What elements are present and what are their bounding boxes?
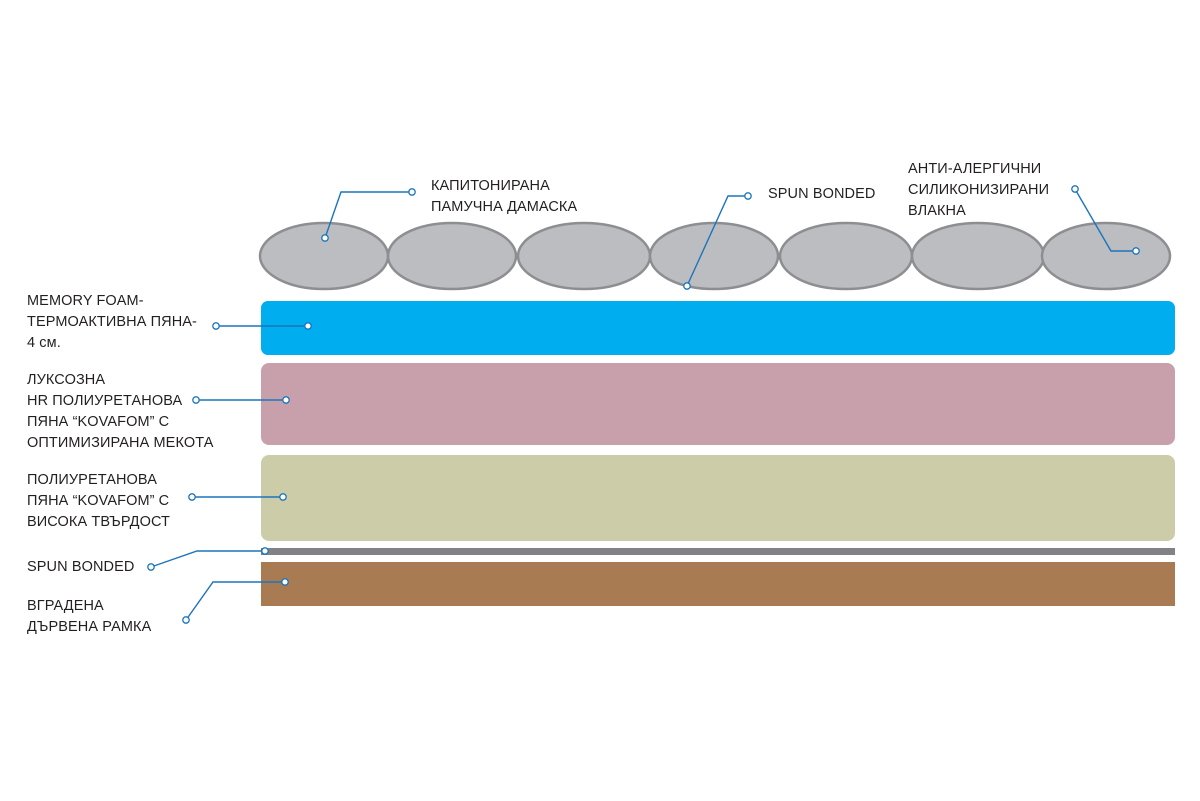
leader-line-quilted-damask xyxy=(324,191,412,239)
label-line: ПАМУЧНА ДАМАСКА xyxy=(431,199,578,215)
quilt-puff xyxy=(1040,221,1172,291)
label-line: ПЯНА “KOVAFOM” С xyxy=(27,414,170,430)
leader-line-wood-frame xyxy=(185,581,285,621)
leader-dot xyxy=(321,234,329,242)
hr-foam-layer xyxy=(261,363,1175,445)
leader-dot xyxy=(1132,247,1140,255)
quilt-puff xyxy=(258,221,390,291)
label-memory-foam: MEMORY FOAM- ТЕРМОАКТИВНА ПЯНА- 4 см. xyxy=(27,291,197,354)
leader-line-spun-bonded-top xyxy=(686,195,748,287)
quilt-puff xyxy=(910,221,1046,291)
leader-dot xyxy=(182,616,190,624)
leader-dots xyxy=(147,185,1140,624)
label-spun-bonded-top: SPUN BONDED xyxy=(768,184,875,205)
label-line: СИЛИКОНИЗИРАНИ xyxy=(908,182,1050,198)
leader-dot xyxy=(147,563,155,571)
wood-frame-layer xyxy=(261,562,1175,606)
leader-dot xyxy=(304,322,312,330)
memory-foam-layer xyxy=(261,301,1175,355)
leader-line-antiallergic-fibers xyxy=(1074,188,1136,252)
leader-dot xyxy=(282,396,290,404)
label-line: HR ПОЛИУРЕТАНОВА xyxy=(27,393,183,409)
label-line: ТЕРМОАКТИВНА ПЯНА- xyxy=(27,314,197,330)
quilt-puff xyxy=(386,221,518,291)
leader-dot xyxy=(683,282,691,290)
leader-dot xyxy=(212,322,220,330)
leader-dot xyxy=(1071,185,1079,193)
label-line: SPUN BONDED xyxy=(768,186,876,202)
label-line: ДЪРВЕНА РАМКА xyxy=(27,619,152,635)
label-line: 4 см. xyxy=(27,335,61,351)
quilt-puff xyxy=(778,221,914,291)
leader-dot xyxy=(188,493,196,501)
label-hr-foam: ЛУКСОЗНА HR ПОЛИУРЕТАНОВА ПЯНА “KOVAFOM”… xyxy=(27,370,213,454)
leader-lines xyxy=(150,188,1136,621)
quilted-damask-layer xyxy=(258,221,1172,291)
label-spun-bonded-bottom: SPUN BONDED xyxy=(27,557,134,578)
label-line: ПОЛИУРЕТАНОВА xyxy=(27,472,157,488)
label-antiallergic-fibers: АНТИ-АЛЕРГИЧНИ СИЛИКОНИЗИРАНИ ВЛАКНА xyxy=(908,159,1049,222)
label-line: ВИСОКА ТВЪРДОСТ xyxy=(27,514,171,530)
label-line: ВЛАКНА xyxy=(908,203,966,219)
leader-dot xyxy=(408,188,416,196)
label-line: MEMORY FOAM- xyxy=(27,293,144,309)
label-line: АНТИ-АЛЕРГИЧНИ xyxy=(908,161,1042,177)
quilt-puff xyxy=(516,221,652,291)
label-line: SPUN BONDED xyxy=(27,559,135,575)
label-line: ПЯНА “KOVAFOM” С xyxy=(27,493,170,509)
leader-dot xyxy=(279,493,287,501)
label-line: ВГРАДЕНА xyxy=(27,598,104,614)
hard-foam-layer xyxy=(261,455,1175,541)
leader-dot xyxy=(281,578,289,586)
spun-bonded-strip xyxy=(261,548,1175,555)
label-line: ЛУКСОЗНА xyxy=(27,372,106,388)
quilt-puff xyxy=(648,221,780,291)
leader-dot xyxy=(744,192,752,200)
leader-dot xyxy=(261,547,269,555)
label-quilted-damask: КАПИТОНИРАНА ПАМУЧНА ДАМАСКА xyxy=(431,176,577,218)
leader-line-spun-bonded-bottom xyxy=(150,550,265,568)
label-wood-frame: ВГРАДЕНА ДЪРВЕНА РАМКА xyxy=(27,596,151,638)
label-line: ОПТИМИЗИРАНА МЕКОТА xyxy=(27,435,214,451)
leader-dot xyxy=(192,396,200,404)
label-hard-foam: ПОЛИУРЕТАНОВА ПЯНА “KOVAFOM” С ВИСОКА ТВ… xyxy=(27,470,170,533)
label-line: КАПИТОНИРАНА xyxy=(431,178,550,194)
